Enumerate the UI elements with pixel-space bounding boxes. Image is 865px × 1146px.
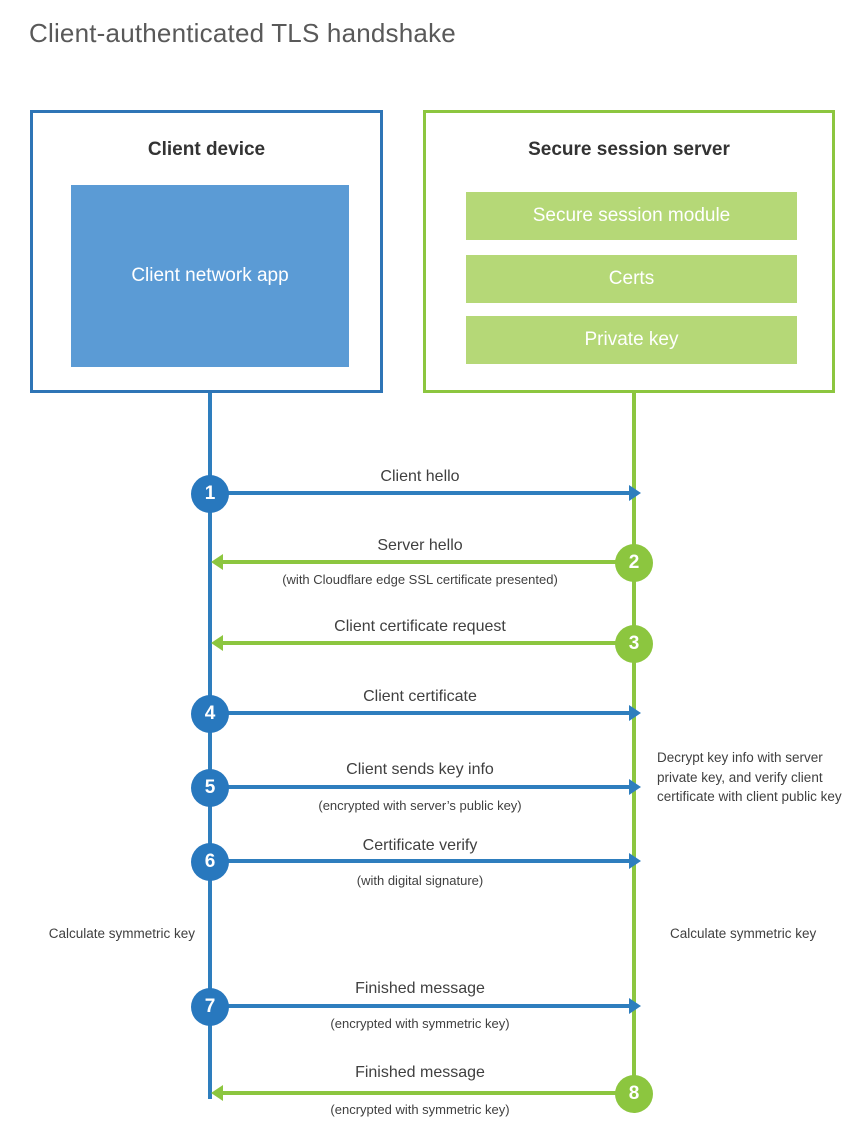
step-badge-8: 8 bbox=[615, 1075, 653, 1113]
arrowhead-right-icon bbox=[629, 485, 641, 501]
secure-session-server-title: Secure session server bbox=[528, 139, 730, 160]
arrow-step-4 bbox=[210, 705, 641, 721]
step-label-8: Finished message bbox=[355, 1064, 485, 1081]
client-device-title: Client device bbox=[147, 139, 266, 160]
arrowhead-right-icon bbox=[629, 853, 641, 869]
step-badge-4: 4 bbox=[191, 695, 229, 733]
step-badge-5: 5 bbox=[191, 769, 229, 807]
step-sublabel-5: (encrypted with server’s public key) bbox=[318, 798, 522, 813]
step-label-7: Finished message bbox=[355, 980, 485, 997]
step-label-6: Certificate verify bbox=[362, 837, 478, 854]
arrowhead-right-icon bbox=[629, 705, 641, 721]
step-label-2: Server hello bbox=[377, 537, 463, 554]
server-decrypt-note: Decrypt key info with server private key… bbox=[657, 750, 842, 805]
arrowhead-left-icon bbox=[211, 1085, 223, 1101]
step-label-5: Client sends key info bbox=[346, 761, 494, 778]
step-badge-7: 7 bbox=[191, 988, 229, 1026]
step-label-4: Client certificate bbox=[363, 688, 477, 705]
step-badge-6: 6 bbox=[191, 843, 229, 881]
arrow-step-5 bbox=[210, 779, 641, 795]
step-sublabel-8: (encrypted with symmetric key) bbox=[330, 1102, 510, 1117]
server-calculate-symmetric-key-note: Calculate symmetric key bbox=[670, 926, 817, 941]
arrow-step-1 bbox=[210, 485, 641, 501]
arrow-step-3 bbox=[211, 635, 634, 651]
client-network-app-block: Client network app bbox=[71, 185, 349, 367]
arrow-step-6 bbox=[210, 853, 641, 869]
server-component-certs: Certs bbox=[466, 255, 797, 303]
step-label-3: Client certificate request bbox=[334, 618, 506, 635]
step-label-1: Client hello bbox=[380, 468, 460, 485]
step-sublabel-6: (with digital signature) bbox=[356, 873, 484, 888]
arrow-step-8 bbox=[211, 1085, 634, 1101]
page-title: Client-authenticated TLS handshake bbox=[29, 18, 456, 48]
step-sublabel-7: (encrypted with symmetric key) bbox=[330, 1016, 510, 1031]
secure-session-server-box: Secure session server Secure session mod… bbox=[423, 110, 835, 393]
arrowhead-right-icon bbox=[629, 998, 641, 1014]
arrowhead-left-icon bbox=[211, 635, 223, 651]
step-badge-3: 3 bbox=[615, 625, 653, 663]
arrowhead-right-icon bbox=[629, 779, 641, 795]
client-calculate-symmetric-key-note: Calculate symmetric key bbox=[48, 926, 195, 941]
step-badge-2: 2 bbox=[615, 544, 653, 582]
step-badge-1: 1 bbox=[191, 475, 229, 513]
server-component-secure-session-module: Secure session module bbox=[466, 192, 797, 240]
step-sublabel-2: (with Cloudflare edge SSL certificate pr… bbox=[282, 572, 558, 587]
server-component-private-key: Private key bbox=[466, 316, 797, 364]
client-lifeline bbox=[208, 393, 212, 1099]
arrowhead-left-icon bbox=[211, 554, 223, 570]
client-device-box: Client device Client network app bbox=[30, 110, 383, 393]
arrow-step-2 bbox=[211, 554, 634, 570]
arrow-step-7 bbox=[210, 998, 641, 1014]
server-lifeline bbox=[632, 393, 636, 1095]
